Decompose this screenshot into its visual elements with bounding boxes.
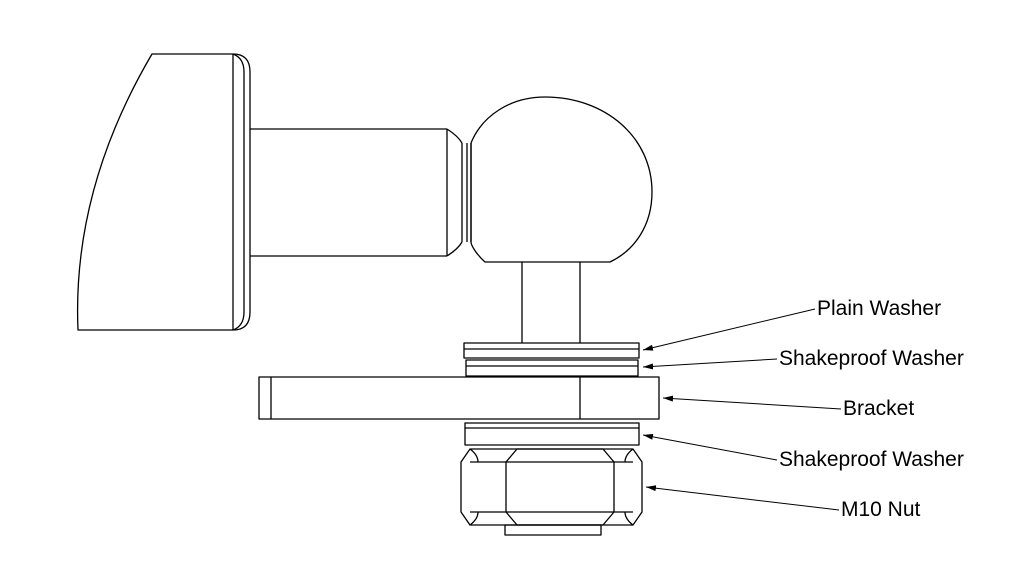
callout-m10-nut: M10 Nut — [841, 498, 921, 521]
leader-m10-nut — [645, 485, 840, 511]
plain-washer — [463, 342, 640, 359]
ball — [470, 96, 653, 263]
leader-shakeproof-washer-bottom — [642, 433, 778, 461]
leader-plain-washer — [642, 308, 816, 351]
leader-bracket — [662, 395, 842, 410]
callout-bracket: Bracket — [843, 397, 915, 420]
callout-plain-washer: Plain Washer — [817, 297, 942, 320]
shakeproof-washer-bottom — [464, 422, 640, 446]
shaft — [250, 128, 472, 257]
leader-shakeproof-washer-top — [642, 358, 778, 370]
callout-shakeproof-washer-bottom: Shakeproof Washer — [779, 448, 964, 471]
callout-shakeproof-washer-top: Shakeproof Washer — [779, 347, 964, 370]
m10-nut — [460, 448, 643, 536]
stud — [521, 262, 581, 343]
bracket — [258, 376, 660, 420]
shakeproof-washer-top — [465, 359, 639, 377]
knob-head — [76, 53, 251, 331]
